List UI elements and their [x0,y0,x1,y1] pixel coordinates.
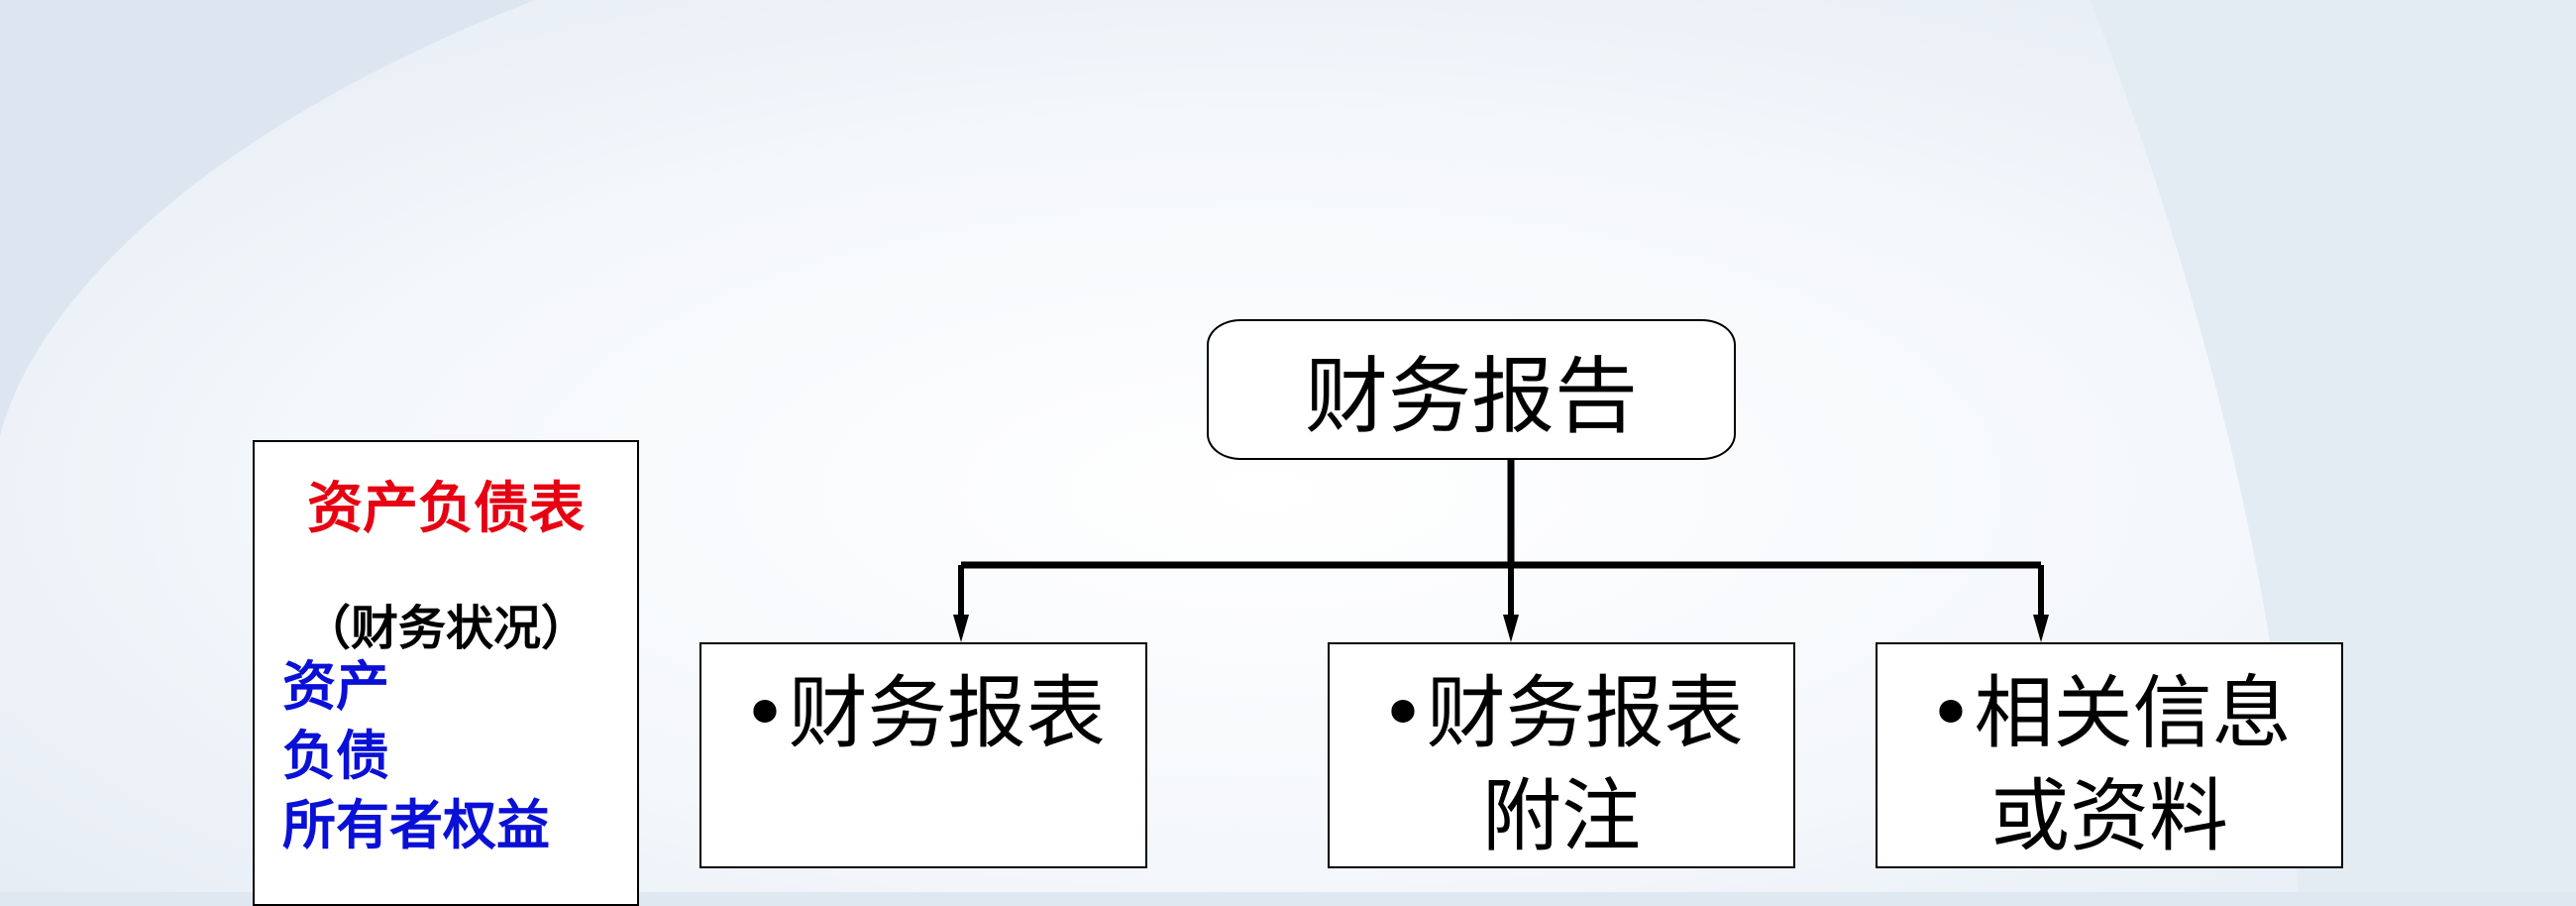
child-node-line: •相关信息 [1927,667,2292,759]
child-node-line: 附注 [1482,770,1641,862]
balance-sheet-item-liabilities: 负债 [282,725,389,787]
root-node-label: 财务报告 [1304,347,1638,445]
child-node-line: •财务报表 [741,667,1106,759]
balance-sheet-subheading: （财务状况） [302,601,589,656]
balance-sheet-item-equity: 所有者权益 [282,794,550,856]
child-node-related-information: •相关信息 或资料 [1876,642,2343,868]
balance-sheet-items: 资产 负债 所有者权益 [282,652,550,860]
root-node-financial-report: 财务报告 [1207,319,1736,460]
balance-sheet-panel: 资产负债表 （财务状况） 资产 负债 所有者权益 [253,440,639,906]
child-node-statement-notes: •财务报表 附注 [1328,642,1795,868]
child-node-line: •财务报表 [1379,667,1744,759]
child-node-line: 或资料 [1990,770,2228,862]
child-node-financial-statements: •财务报表 [699,642,1147,868]
balance-sheet-heading: 资产负债表 [307,477,585,541]
balance-sheet-item-assets: 资产 [282,655,389,718]
